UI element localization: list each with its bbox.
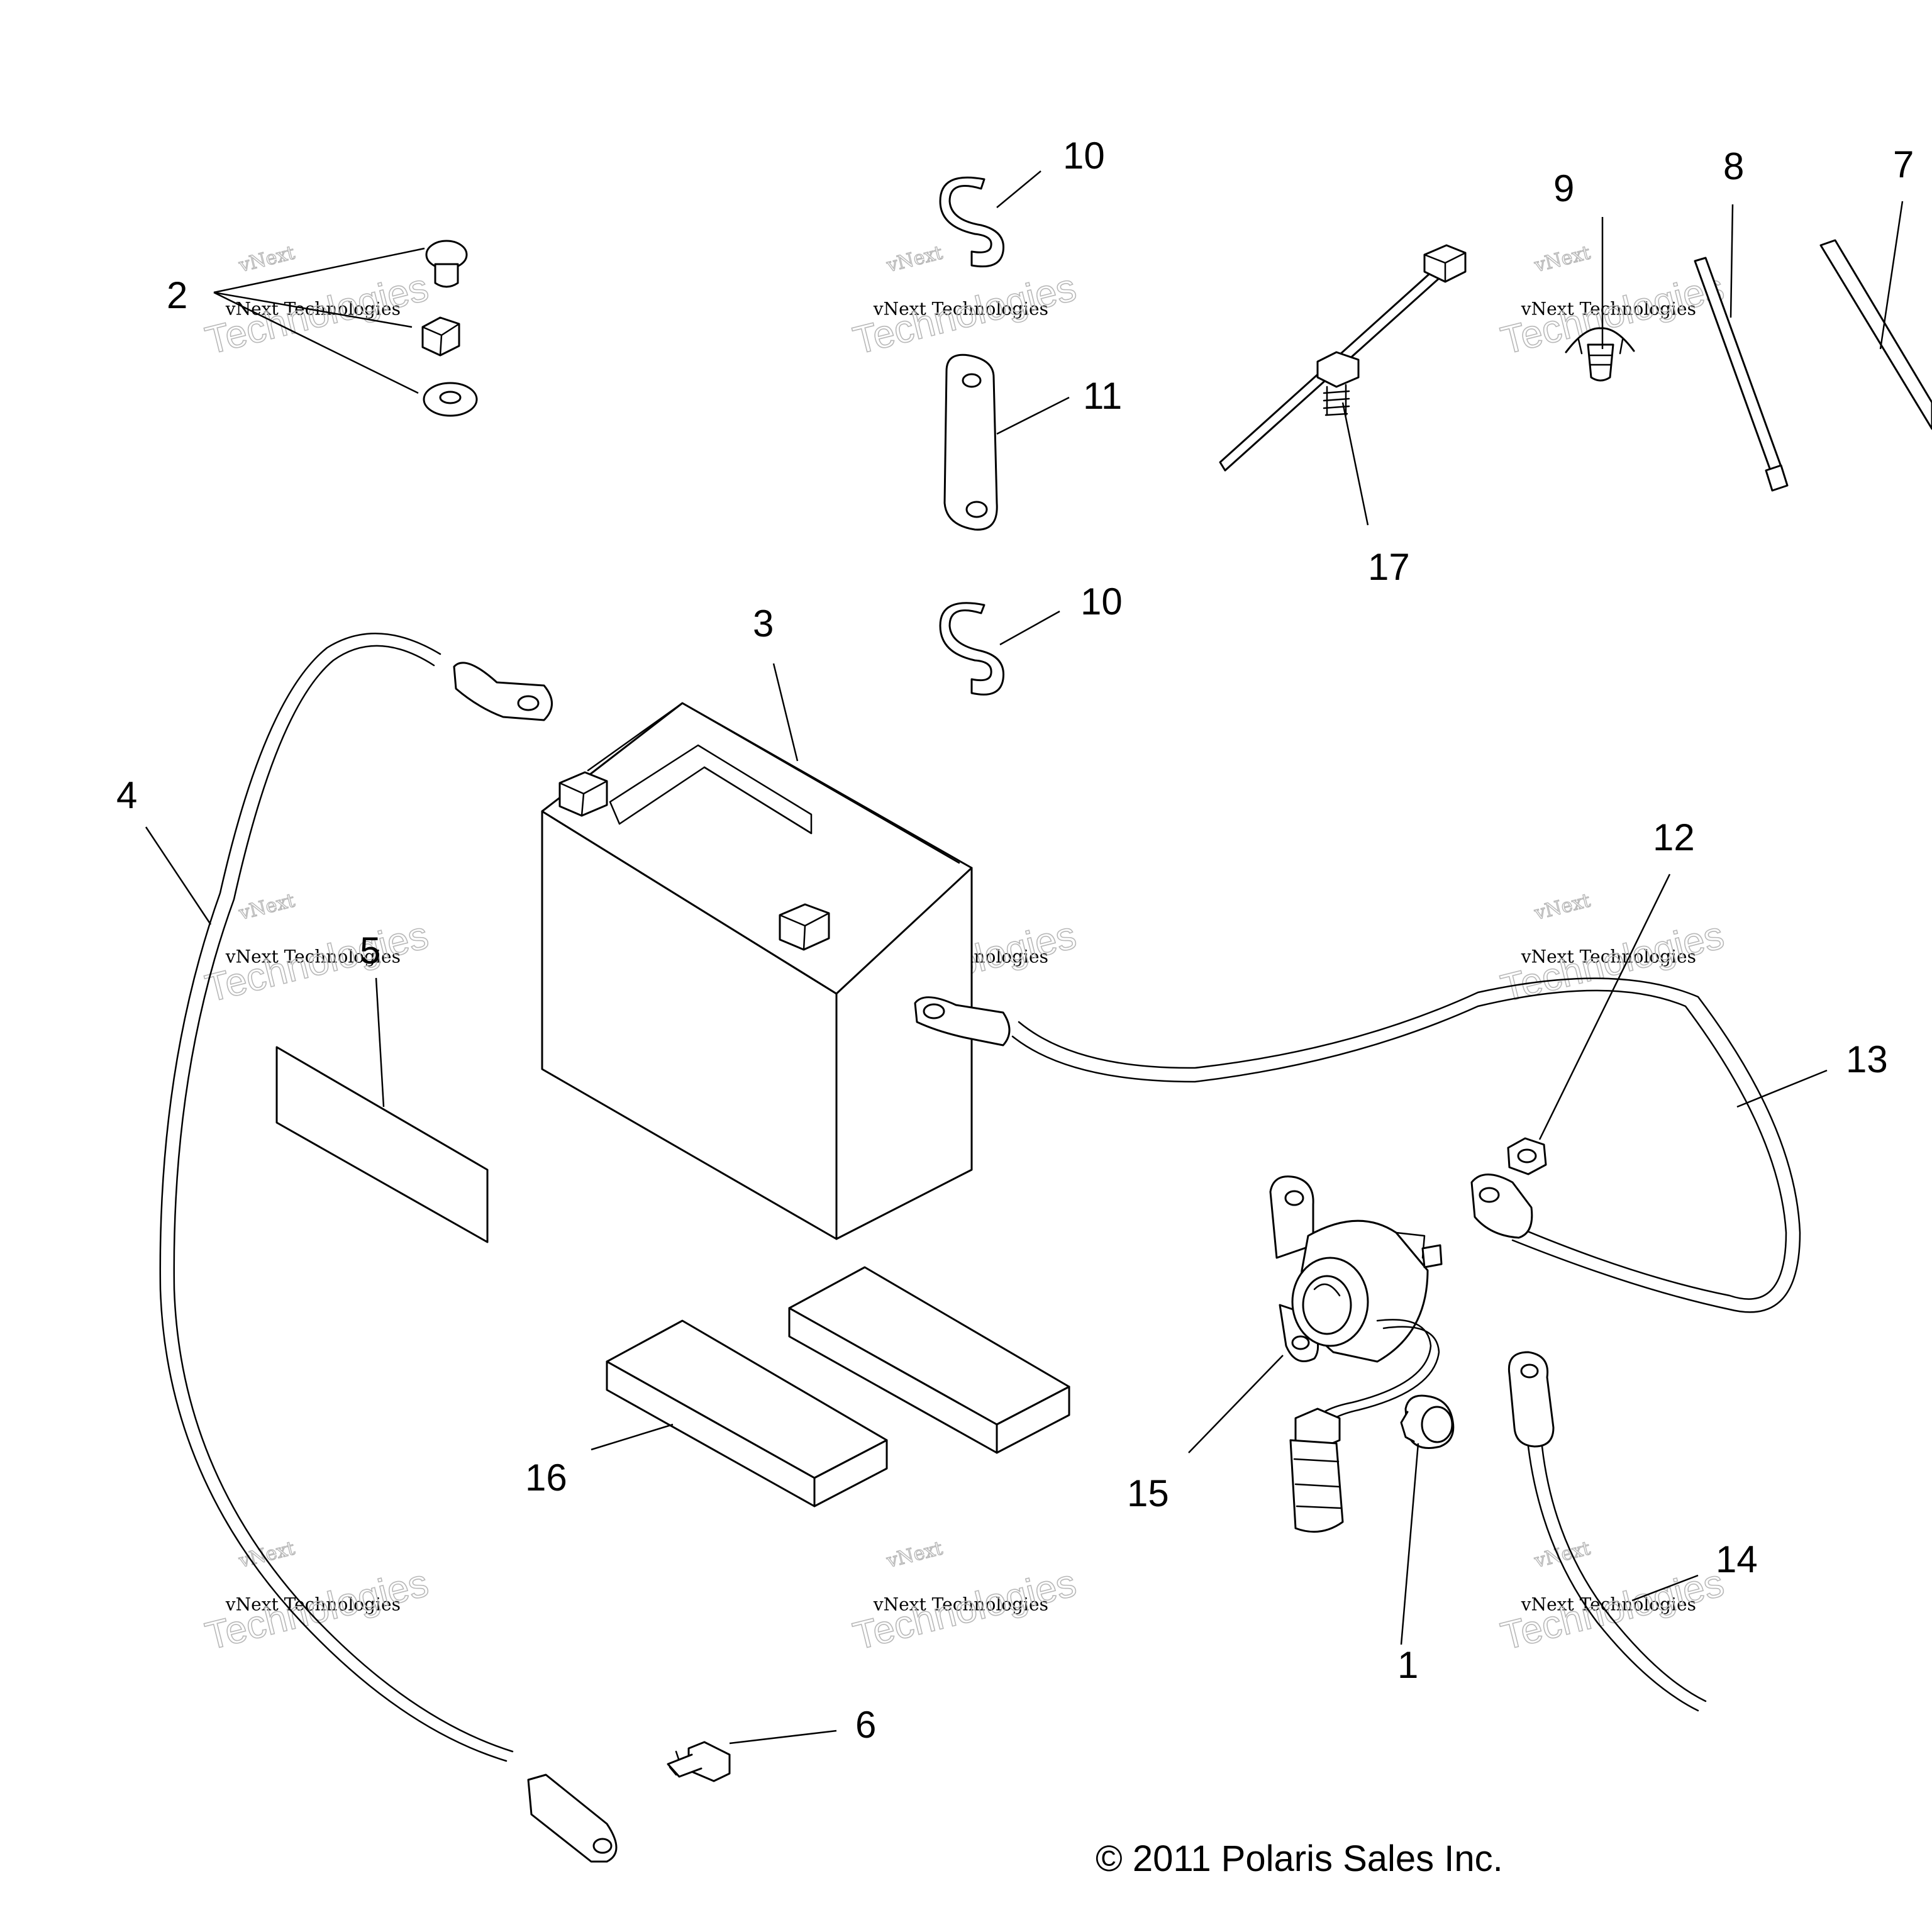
watermark-bottom-center: vNext vNext Technologies Technologies — [848, 1537, 1080, 1659]
leader-12 — [1538, 874, 1671, 1140]
svg-text:Technologies: Technologies — [849, 265, 1080, 363]
part-13-cable — [914, 977, 1801, 1313]
part-2-bolt-nut-washer — [421, 240, 478, 417]
callout-16: 16 — [525, 1457, 567, 1499]
leader-1 — [1400, 1443, 1419, 1645]
svg-text:vNext: vNext — [1532, 1537, 1593, 1572]
callout-2: 2 — [167, 274, 187, 316]
part-16-pads — [606, 1266, 1070, 1507]
part-5-label — [275, 1046, 489, 1243]
part-4-cable — [159, 633, 618, 1863]
svg-text:vNext Technologies: vNext Technologies — [225, 1594, 401, 1614]
watermark-top-left: vNext vNext Technologies Technologies — [201, 242, 433, 364]
part-11-link — [943, 353, 998, 531]
svg-text:vNext Technologies: vNext Technologies — [1521, 298, 1696, 319]
part-3-battery — [541, 702, 973, 1240]
svg-text:Technologies: Technologies — [201, 265, 433, 363]
callout-14: 14 — [1716, 1538, 1758, 1580]
callout-5: 5 — [360, 930, 380, 972]
callout-11: 11 — [1083, 375, 1122, 417]
part-10-clip-lower — [939, 602, 1005, 696]
callout-numbers: 1 2 3 4 5 6 7 8 9 10 11 12 13 14 15 16 1… — [116, 135, 1914, 1746]
part-10-clip-upper — [939, 176, 1005, 268]
svg-text:vNext: vNext — [1532, 242, 1593, 277]
svg-text:vNext: vNext — [1532, 889, 1593, 924]
svg-text:vNext Technologies: vNext Technologies — [1521, 1594, 1696, 1614]
callout-12: 12 — [1653, 816, 1695, 858]
part-15-solenoid — [1269, 1175, 1443, 1533]
part-9-push-clip — [1565, 327, 1635, 382]
leader-lines — [145, 170, 1904, 1745]
leader-3 — [772, 663, 799, 762]
leader-2a — [213, 247, 425, 294]
leader-15 — [1188, 1355, 1284, 1453]
callout-15: 15 — [1127, 1472, 1169, 1514]
svg-text:vNext Technologies: vNext Technologies — [225, 946, 401, 967]
svg-text:vNext: vNext — [884, 1537, 945, 1572]
leader-17 — [1341, 402, 1369, 526]
svg-text:Technologies: Technologies — [201, 913, 433, 1011]
leader-10-upper — [996, 170, 1041, 208]
leader-5 — [375, 977, 385, 1108]
svg-text:Technologies: Technologies — [201, 1561, 433, 1658]
svg-text:vNext Technologies: vNext Technologies — [873, 1594, 1048, 1614]
part-14-cable — [1507, 1351, 1707, 1712]
leader-4 — [145, 826, 212, 925]
watermark-top-center: vNext vNext Technologies Technologies — [848, 242, 1080, 364]
watermark-bottom-right: vNext vNext Technologies Technologies — [1496, 1537, 1728, 1659]
watermark-mid-left: vNext vNext Technologies Technologies — [201, 889, 433, 1011]
svg-text:vNext: vNext — [884, 242, 945, 277]
leader-14 — [1631, 1574, 1699, 1602]
svg-text:vNext Technologies: vNext Technologies — [873, 298, 1048, 319]
watermark-bottom-left: vNext vNext Technologies Technologies — [201, 1537, 433, 1659]
svg-text:vNext: vNext — [236, 242, 297, 277]
callout-4: 4 — [116, 774, 137, 816]
leader-11 — [996, 396, 1070, 435]
callout-10-lower: 10 — [1080, 580, 1123, 623]
part-17-cable-tie-mount — [1219, 244, 1467, 472]
leader-7 — [1879, 201, 1904, 350]
part-8-cable-tie — [1694, 257, 1789, 492]
leader-8 — [1729, 204, 1734, 318]
leader-10-lower — [999, 610, 1060, 646]
leader-2b — [213, 291, 413, 328]
leader-6 — [729, 1729, 837, 1745]
part-1-bolt — [1400, 1394, 1455, 1449]
part-6-screw — [667, 1741, 731, 1782]
callout-13: 13 — [1846, 1038, 1888, 1080]
callout-8: 8 — [1723, 145, 1744, 187]
callout-7: 7 — [1893, 143, 1914, 186]
svg-text:vNext Technologies: vNext Technologies — [1521, 946, 1696, 967]
callout-1: 1 — [1397, 1644, 1418, 1686]
svg-text:Technologies: Technologies — [849, 1561, 1080, 1658]
svg-text:vNext: vNext — [236, 1537, 297, 1572]
svg-text:vNext Technologies: vNext Technologies — [225, 298, 401, 319]
part-7-long-cable-tie — [1819, 239, 1932, 430]
svg-text:vNext: vNext — [236, 889, 297, 924]
callout-9: 9 — [1553, 167, 1574, 209]
svg-text:Technologies: Technologies — [1497, 1561, 1728, 1658]
part-12-nut — [1507, 1137, 1547, 1175]
leader-13 — [1736, 1069, 1828, 1108]
callout-10-upper: 10 — [1063, 135, 1105, 177]
leader-16 — [591, 1423, 674, 1451]
leader-2c — [213, 291, 419, 394]
callout-3: 3 — [753, 602, 774, 645]
callout-17: 17 — [1368, 546, 1410, 588]
callout-6: 6 — [855, 1704, 876, 1746]
copyright-notice: © 2011 Polaris Sales Inc. — [1096, 1838, 1503, 1879]
